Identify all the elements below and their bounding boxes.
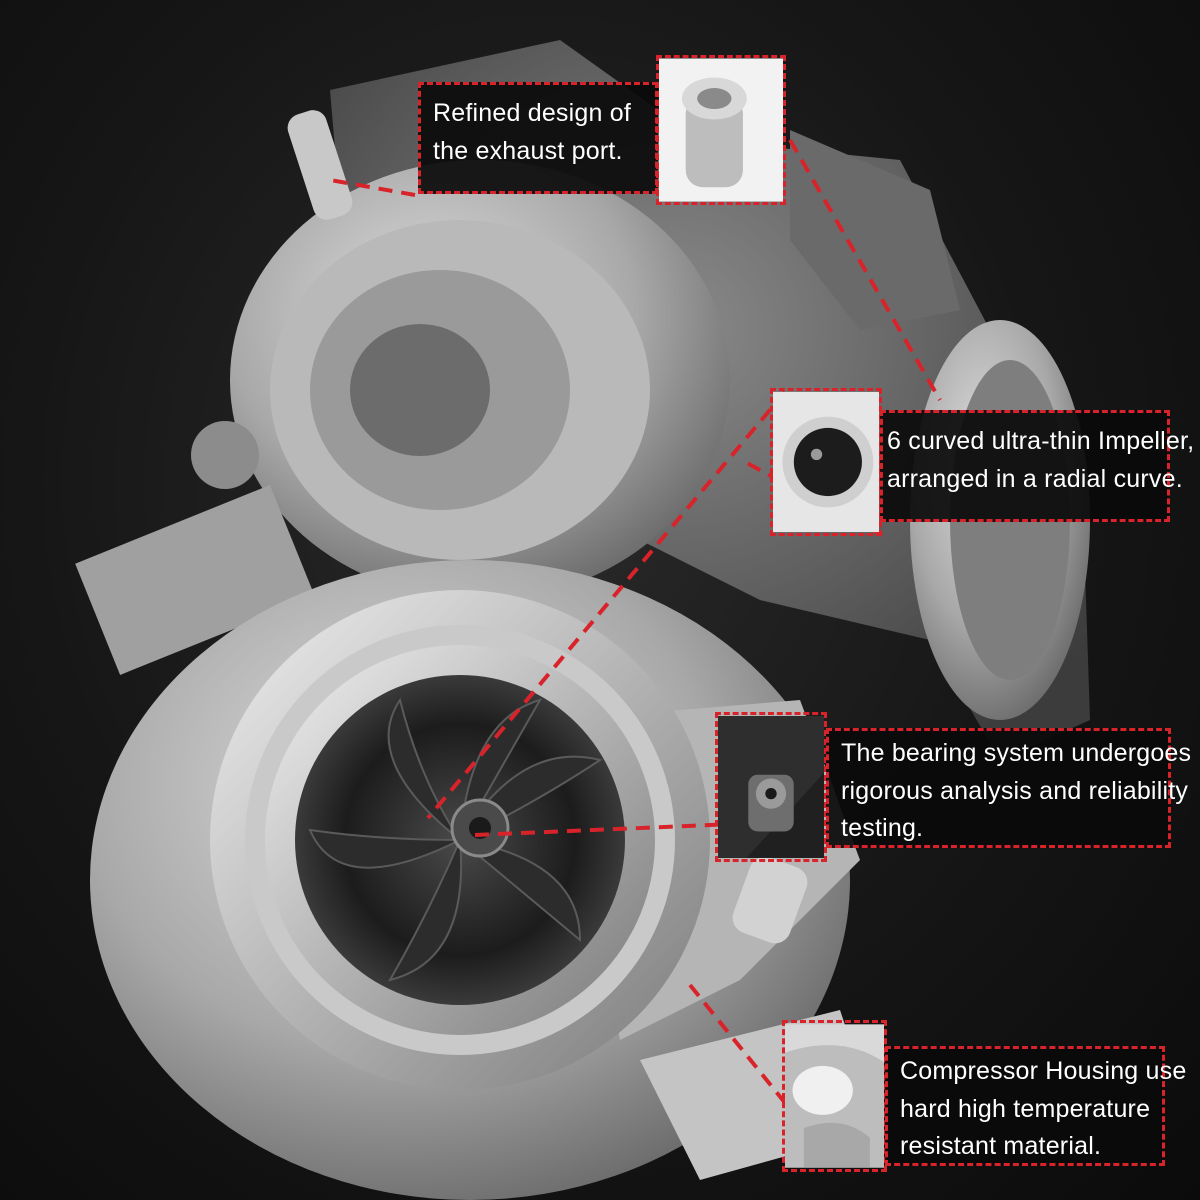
callout-bearing-line-1: The bearing system undergoes [841, 739, 1192, 767]
actuator-bracket [75, 485, 315, 675]
callout-exhaust: Refined design of the exhaust port. [418, 82, 658, 194]
callout-housing-line-1: Compressor Housing use [900, 1057, 1187, 1085]
callout-impeller: 6 curved ultra-thin Impeller, arranged i… [880, 410, 1195, 522]
callout-bearing-line-2: rigorous analysis and reliability [841, 776, 1189, 805]
coolant-fitting [732, 856, 808, 944]
callout-bearing-line-3: testing. [841, 814, 924, 842]
callout-housing-line-2: hard high temperature [900, 1094, 1151, 1123]
actuator-nipple [287, 110, 353, 220]
callout-housing-line-3: resistant material. [900, 1132, 1102, 1160]
housing-outlet-closeup-icon [782, 1020, 887, 1172]
callout-housing: Compressor Housing use hard high tempera… [885, 1046, 1187, 1166]
callout-exhaust-line-2: the exhaust port. [433, 136, 623, 165]
callout-exhaust-line-1: Refined design of [433, 99, 631, 127]
impeller-closeup-icon [770, 388, 882, 536]
callout-bearing: The bearing system undergoes rigorous an… [826, 728, 1192, 848]
callout-impeller-line-2: arranged in a radial curve. [887, 464, 1183, 493]
exhaust-port-closeup-icon [656, 55, 786, 205]
callout-impeller-line-1: 6 curved ultra-thin Impeller, [887, 427, 1195, 455]
turbine-flange [790, 130, 960, 330]
bearing-nut-closeup-icon [715, 712, 827, 862]
